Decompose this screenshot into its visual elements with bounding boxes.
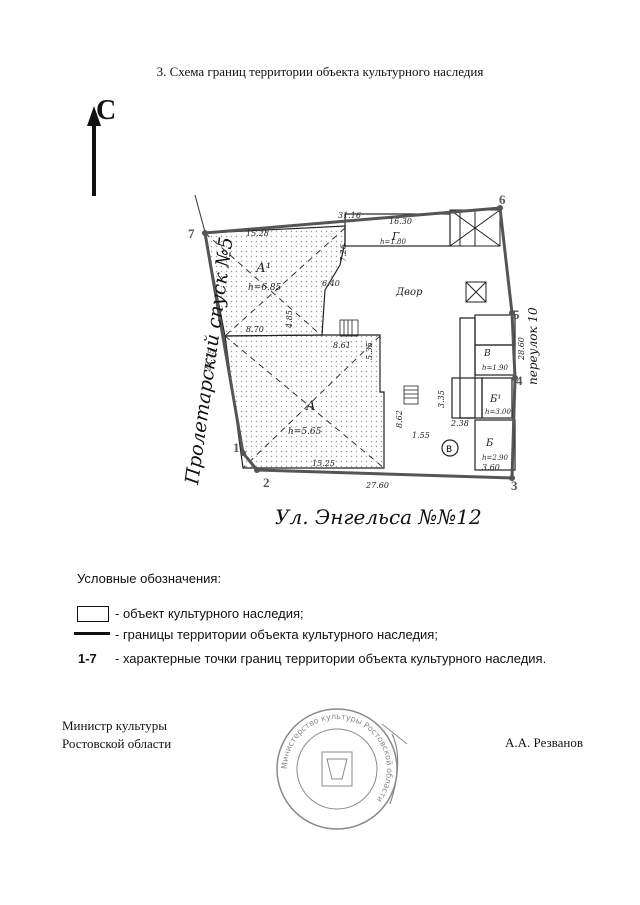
courtyard-label: Двор bbox=[395, 287, 423, 298]
legend-item-boundary: - границы территории объекта культурного… bbox=[115, 627, 438, 642]
dimension-label: 7.26 bbox=[339, 244, 348, 262]
point-2-label: 2 bbox=[263, 475, 270, 490]
building-height-b: h=2.90 bbox=[482, 454, 509, 462]
dimension-label: 3.35 bbox=[437, 390, 446, 408]
building-label-b1: Б¹ bbox=[489, 394, 501, 405]
building-height-v: h=1.90 bbox=[482, 364, 509, 372]
street-label-right: переулок 10 bbox=[526, 307, 540, 385]
official-seal: Министерство культуры Ростовской области bbox=[276, 708, 408, 830]
survey-line bbox=[194, 194, 206, 233]
svg-text:В: В bbox=[446, 445, 452, 455]
signatory-position-line1: Министр культуры bbox=[62, 718, 168, 733]
street-label-bottom: Ул. Энгельса №№12 bbox=[275, 505, 482, 529]
point-7-label: 7 bbox=[188, 226, 195, 241]
building-label-a: А bbox=[305, 399, 316, 414]
dimension-label: 15.28 bbox=[246, 229, 269, 238]
dimension-label: 2.38 bbox=[450, 419, 469, 428]
territory-boundary bbox=[203, 206, 517, 480]
dimension-label: 8.62 bbox=[395, 410, 404, 428]
point-5-label: 5 bbox=[513, 307, 520, 322]
point-3-label: 3 bbox=[511, 478, 518, 493]
north-letter: С bbox=[96, 95, 117, 126]
signatory-position-line2: Ростовской области bbox=[62, 736, 172, 751]
signatory-position: Министр культуры Ростовской области bbox=[62, 717, 171, 753]
boundary-point-markers bbox=[202, 205, 518, 481]
building-height-a1: h=6.85 bbox=[248, 283, 282, 293]
document-title: 3. Схема границ территории объекта культ… bbox=[156, 64, 484, 79]
dimension-label: 3.60 bbox=[482, 463, 500, 472]
seal-text: Министерство культуры Ростовской области bbox=[280, 712, 394, 804]
site-plan: В 1 2 3 4 5 6 7 А¹ h=6.85 А h=5.65 Г h=1… bbox=[181, 192, 540, 529]
legend-points-symbol: 1-7 bbox=[78, 651, 97, 666]
east-buildings bbox=[451, 314, 516, 471]
signatory-name: А.А. Резванов bbox=[505, 735, 583, 750]
building-hatched-block bbox=[449, 209, 501, 247]
svg-text:Министерство культуры Ростовск: Министерство культуры Ростовской области bbox=[280, 712, 394, 804]
legend-heritage-object-symbol bbox=[77, 606, 109, 622]
point-6-label: 6 bbox=[499, 192, 506, 207]
building-label-b: Б bbox=[485, 438, 494, 449]
dimension-label: 16.30 bbox=[389, 217, 412, 226]
legend-boundary-symbol bbox=[74, 632, 110, 635]
legend-item-heritage-object: - объект культурного наследия; bbox=[115, 606, 304, 621]
north-arrow-icon bbox=[87, 106, 101, 196]
dimension-label: 31.16 bbox=[338, 211, 361, 220]
dimension-label: 15.25 bbox=[312, 459, 335, 468]
building-height-b1: h=3.00 bbox=[485, 408, 512, 416]
legend-item-points: - характерные точки границ территории об… bbox=[115, 651, 547, 666]
building-label-a1: А¹ bbox=[255, 261, 271, 276]
dimension-label: 25.75 bbox=[203, 348, 216, 373]
stairs bbox=[339, 319, 419, 405]
dimension-label: 8.70 bbox=[246, 325, 264, 334]
dimension-label: 28.60 bbox=[517, 337, 526, 361]
point-4-label: 4 bbox=[516, 373, 523, 388]
dimension-label: 8.61 bbox=[333, 341, 351, 350]
dimension-label: 4.85 bbox=[285, 310, 294, 329]
gate-marker bbox=[441, 439, 459, 457]
dimension-label: 5.35 bbox=[365, 342, 374, 360]
dimension-label: 6.40 bbox=[322, 279, 340, 288]
point-1-label: 1 bbox=[233, 440, 240, 455]
building-label-g: Г bbox=[391, 230, 400, 243]
building-label-v: В bbox=[483, 349, 491, 359]
dimension-label: 27.60 bbox=[365, 481, 389, 490]
building-height-g: h=1.80 bbox=[380, 238, 407, 246]
dimension-label: 1.55 bbox=[412, 431, 430, 440]
building-diagonals bbox=[204, 227, 385, 469]
courtyard-block bbox=[465, 281, 487, 303]
building-height-a: h=5.65 bbox=[288, 427, 322, 437]
legend-title: Условные обозначения: bbox=[77, 571, 222, 586]
